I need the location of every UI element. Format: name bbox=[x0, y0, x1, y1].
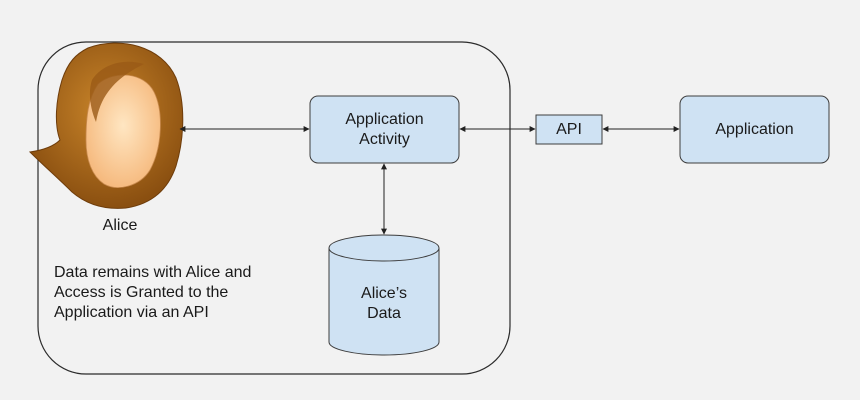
data-label-line-1: Alice’s bbox=[361, 285, 407, 302]
activity-label-line-1: Application bbox=[345, 111, 424, 128]
application-box[interactable] bbox=[679, 95, 830, 164]
alices-data-cylinder[interactable] bbox=[328, 234, 440, 356]
alice-label: Alice bbox=[102, 217, 138, 234]
note-line-2: Access is Granted to the bbox=[54, 284, 229, 301]
data-label-line-2: Data bbox=[367, 305, 401, 322]
activity-label-line-2: Activity bbox=[359, 131, 410, 148]
api-label: API bbox=[556, 121, 582, 138]
application-activity-box[interactable] bbox=[309, 95, 460, 164]
alices-data-label: Alice’s Data bbox=[329, 284, 439, 324]
note-line-3: Application via an API bbox=[54, 304, 209, 321]
application-activity-label: Application Activity bbox=[310, 110, 459, 150]
note-line-1: Data remains with Alice and bbox=[54, 264, 252, 281]
alice-avatar-icon bbox=[28, 42, 184, 209]
api-box[interactable] bbox=[535, 114, 603, 145]
application-label: Application bbox=[715, 121, 794, 138]
